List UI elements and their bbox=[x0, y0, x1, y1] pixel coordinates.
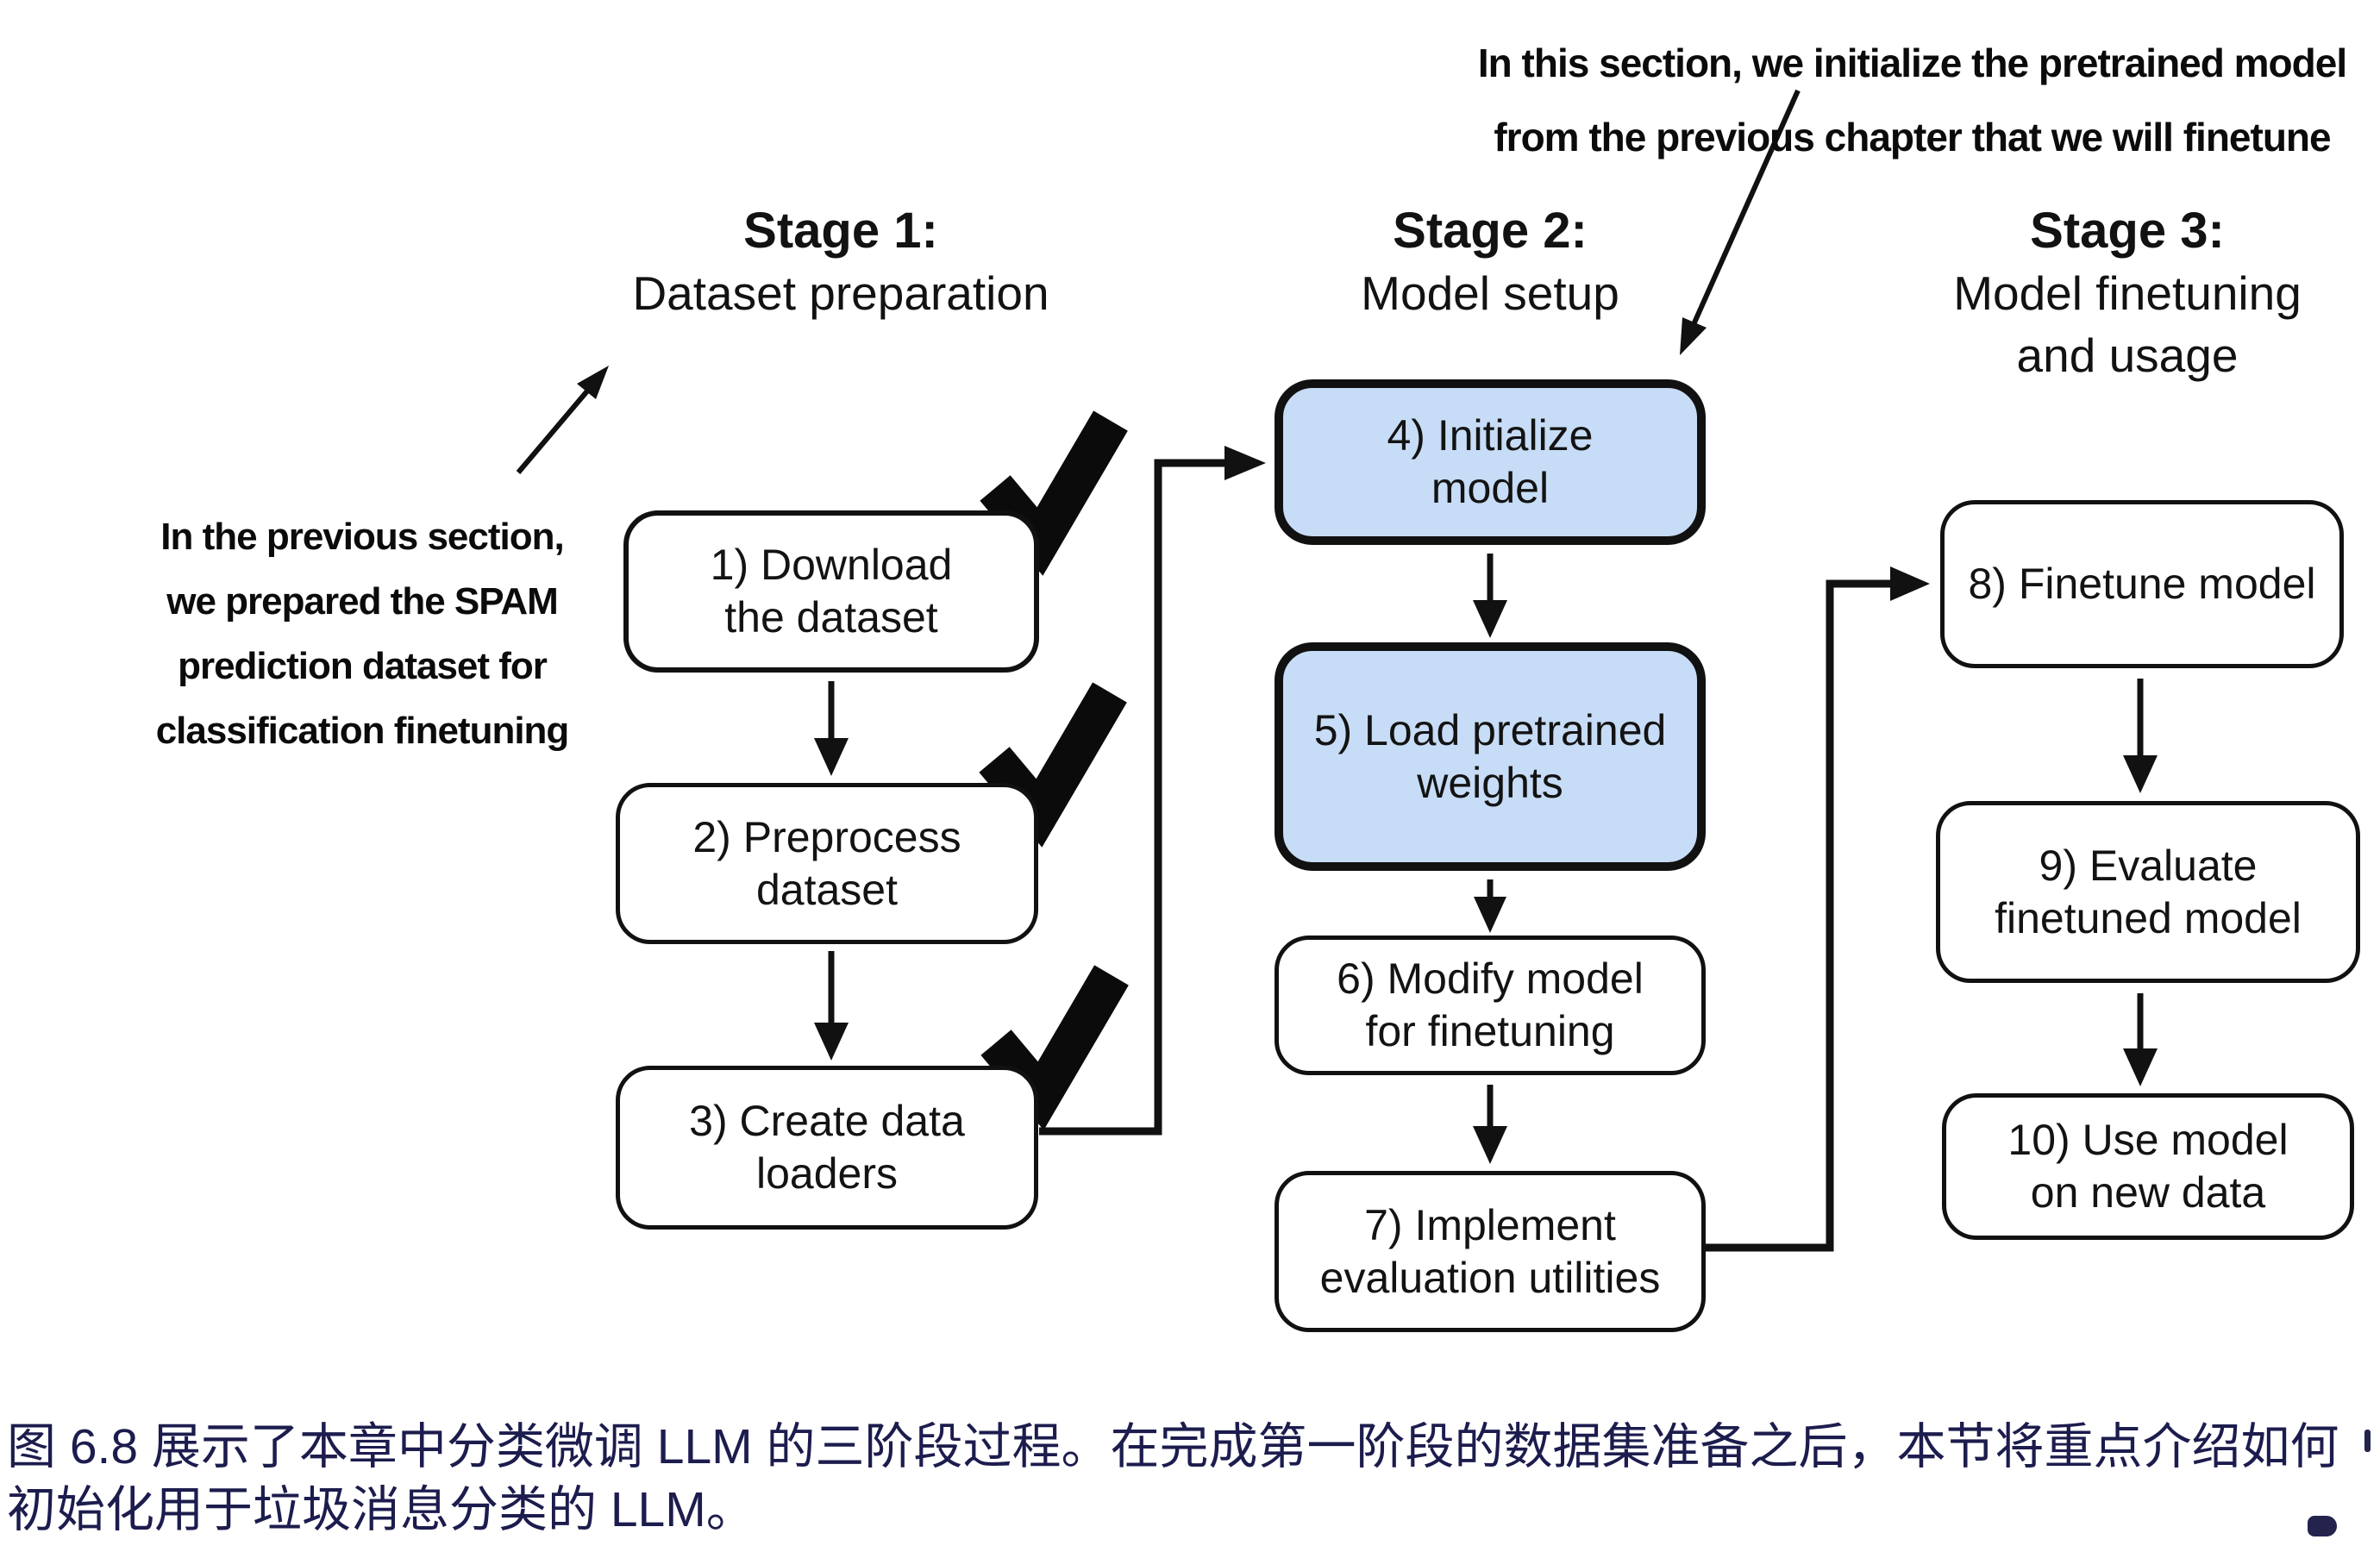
stage1-subtitle: Dataset preparation bbox=[632, 266, 1049, 320]
stage3-subtitle: Model finetuning bbox=[1953, 266, 2302, 320]
connector-stage1-to-stage2 bbox=[1039, 459, 1228, 1136]
box-label: 7) Implement bbox=[1364, 1200, 1616, 1249]
stage1-title: Stage 1: bbox=[743, 203, 938, 259]
annotation-line: classification finetuning bbox=[155, 710, 570, 752]
arrowhead-box6-box7 bbox=[1473, 1126, 1507, 1164]
box-label: 4) Initialize bbox=[1387, 411, 1594, 460]
stray-mark bbox=[2308, 1516, 2337, 1536]
flow-box-initialize-model: 4) Initialize model bbox=[1275, 379, 1706, 545]
annotation-line: In the previous section, bbox=[160, 516, 564, 558]
arrowhead-box2-box3 bbox=[814, 1023, 849, 1061]
stray-mark bbox=[2364, 1430, 2371, 1452]
flow-box-use-model: 10) Use model on new data bbox=[1942, 1093, 2354, 1240]
box-label: weights bbox=[1417, 758, 1563, 807]
checkmark-icon bbox=[980, 965, 1129, 1130]
stage3-subtitle2: and usage bbox=[2016, 329, 2239, 382]
flow-box-create-data-loaders: 3) Create data loaders bbox=[616, 1066, 1038, 1230]
arrowhead-up-right bbox=[577, 366, 609, 399]
checkmark-icon bbox=[979, 682, 1127, 848]
box-label: model bbox=[1431, 464, 1550, 512]
figure-caption: 图 6.8 展示了本章中分类微调 LLM 的三阶段过程。在完成第一阶段的数据集准… bbox=[7, 1416, 2373, 1542]
box-label: 6) Modify model bbox=[1337, 954, 1644, 1003]
flow-box-load-pretrained-weights: 5) Load pretrained weights bbox=[1275, 642, 1706, 871]
connector-stage2-to-stage3 bbox=[1706, 579, 1890, 1252]
box-label: 1) Download bbox=[710, 541, 953, 589]
stage2-subtitle: Model setup bbox=[1361, 266, 1619, 320]
annotation-previous-section: In the previous section, we prepared the… bbox=[116, 504, 608, 763]
arrowhead-into-box8 bbox=[1890, 566, 1930, 601]
box-label: dataset bbox=[755, 865, 898, 914]
box-label: 2) Preprocess bbox=[692, 812, 961, 861]
box-label: evaluation utilities bbox=[1319, 1253, 1661, 1302]
box-label: for finetuning bbox=[1365, 1007, 1615, 1055]
arrowhead-box5-box6 bbox=[1474, 897, 1506, 933]
box-label: 10) Use model bbox=[2007, 1116, 2289, 1164]
flow-box-modify-model: 6) Modify model for finetuning bbox=[1275, 936, 1706, 1075]
arrowhead-box4-box5 bbox=[1473, 600, 1507, 638]
arrowhead-box9-box10 bbox=[2123, 1048, 2158, 1086]
checkmark-icon bbox=[980, 410, 1128, 576]
flow-box-finetune-model: 8) Finetune model bbox=[1940, 500, 2344, 668]
flow-box-evaluate-model: 9) Evaluate finetuned model bbox=[1936, 801, 2360, 983]
box-label: 9) Evaluate bbox=[2039, 841, 2258, 890]
box-label: on new data bbox=[2030, 1168, 2266, 1217]
box-label: 3) Create data bbox=[689, 1097, 965, 1145]
box-label: loaders bbox=[756, 1149, 898, 1198]
annotation-line: from the previous chapter that we will f… bbox=[1494, 115, 2331, 160]
box-label: 8) Finetune model bbox=[1968, 560, 2316, 608]
stage2-header: Stage 2: Model setup bbox=[1188, 200, 1792, 324]
flow-box-download-dataset: 1) Download the dataset bbox=[623, 510, 1039, 673]
box-label: 5) Load pretrained bbox=[1313, 705, 1667, 754]
arrowhead-box8-box9 bbox=[2123, 755, 2158, 793]
stage2-title: Stage 2: bbox=[1393, 203, 1588, 259]
stage3-header: Stage 3: Model finetuning and usage bbox=[1826, 200, 2380, 386]
arrow-top-annotation bbox=[1685, 89, 1801, 340]
arrow-left-annotation bbox=[516, 386, 592, 474]
annotation-line: we prepared the SPAM bbox=[166, 580, 559, 623]
flow-box-preprocess-dataset: 2) Preprocess dataset bbox=[616, 783, 1038, 944]
box-label: finetuned model bbox=[1995, 893, 2302, 942]
box-label: the dataset bbox=[724, 593, 938, 641]
annotation-pretrained-model: In this section, we initialize the pretr… bbox=[1449, 26, 2376, 174]
stage1-header: Stage 1: Dataset preparation bbox=[539, 200, 1143, 324]
caption-line-2: 初始化用于垃圾消息分类的 LLM。 bbox=[7, 1482, 755, 1537]
annotation-line: prediction dataset for bbox=[178, 645, 548, 687]
flow-box-implement-evaluation: 7) Implement evaluation utilities bbox=[1275, 1171, 1706, 1332]
stage3-title: Stage 3: bbox=[2030, 203, 2225, 259]
annotation-line: In this section, we initialize the pretr… bbox=[1477, 41, 2347, 85]
arrowhead-into-box4 bbox=[1224, 446, 1266, 480]
arrowhead-down-left bbox=[1680, 317, 1707, 355]
caption-line-1: 图 6.8 展示了本章中分类微调 LLM 的三阶段过程。在完成第一阶段的数据集准… bbox=[7, 1419, 2339, 1474]
arrowhead-box1-box2 bbox=[814, 738, 849, 776]
